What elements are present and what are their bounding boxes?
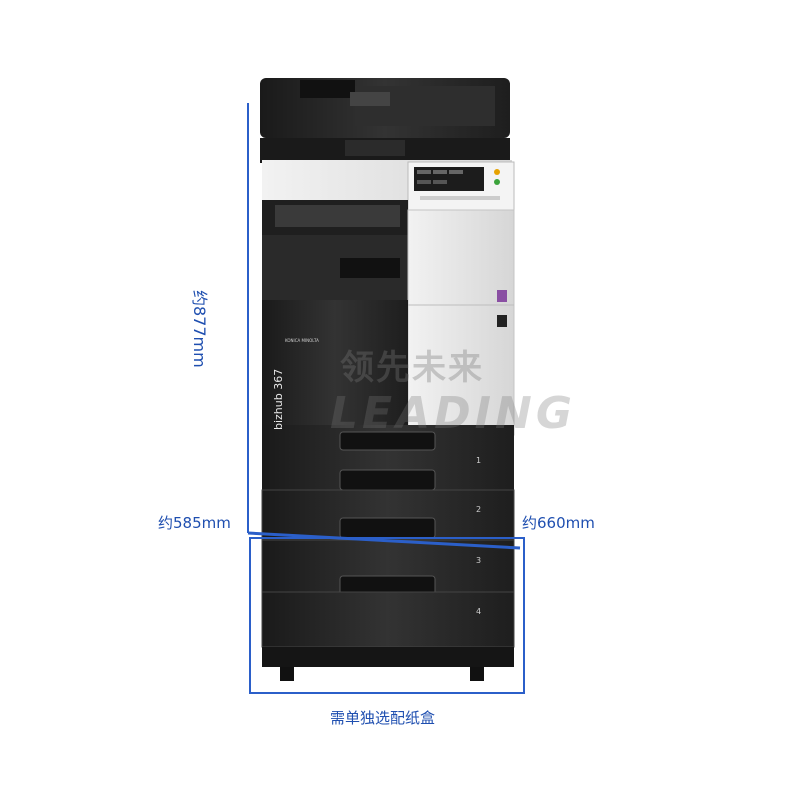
brand-label: KONICA MINOLTA bbox=[285, 338, 319, 343]
dimension-lines bbox=[247, 103, 525, 694]
paper-tray-3 bbox=[261, 591, 515, 648]
control-panel bbox=[407, 161, 515, 211]
height-label: 约877mm bbox=[190, 290, 209, 368]
cabinet-base bbox=[262, 647, 514, 681]
optional-tray-frame bbox=[249, 537, 525, 694]
tray-number: 4 bbox=[476, 607, 482, 616]
output-tray bbox=[262, 200, 408, 300]
depth-label: 约660mm bbox=[522, 514, 595, 532]
width-line bbox=[247, 531, 521, 550]
tray-note: 需单独选配纸盒 bbox=[330, 709, 436, 727]
watermark-cn: 领先未来 bbox=[340, 348, 484, 388]
tray-number: 3 bbox=[476, 556, 482, 565]
document-feeder bbox=[260, 78, 510, 163]
width-label: 约585mm bbox=[158, 514, 231, 532]
tray-number: 1 bbox=[476, 456, 482, 465]
watermark-en: LEADING bbox=[330, 388, 576, 439]
paper-tray-1 bbox=[261, 489, 515, 541]
main-body bbox=[262, 300, 514, 491]
paper-tray-2 bbox=[261, 539, 515, 597]
model-label: bizhub 367 bbox=[272, 368, 285, 430]
tray-number: 2 bbox=[476, 505, 482, 514]
